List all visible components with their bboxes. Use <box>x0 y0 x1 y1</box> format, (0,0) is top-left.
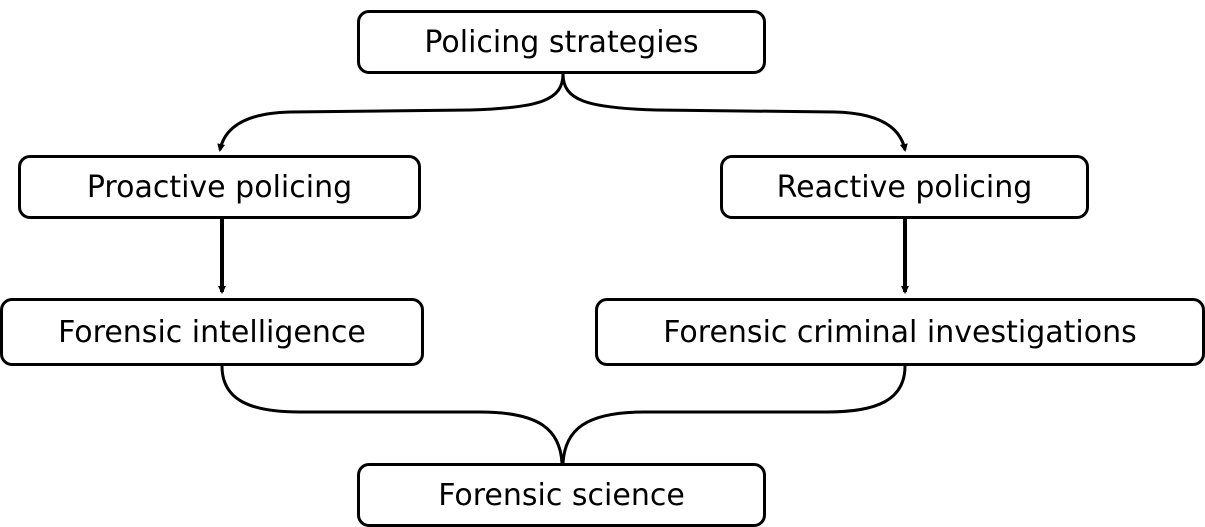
edge-investigations-to-science <box>561 365 907 464</box>
edge-root-to-reactive <box>561 73 908 152</box>
node-reactive-policing: Reactive policing <box>720 155 1089 219</box>
edge-root-to-proactive <box>217 73 565 152</box>
node-proactive-policing: Proactive policing <box>18 155 421 219</box>
node-label: Forensic intelligence <box>58 314 366 350</box>
node-forensic-science: Forensic science <box>357 463 766 527</box>
edge-intelligence-to-science <box>220 365 564 464</box>
node-policing-strategies: Policing strategies <box>357 10 766 74</box>
node-forensic-intelligence: Forensic intelligence <box>0 298 424 366</box>
node-label: Policing strategies <box>424 24 699 60</box>
node-forensic-criminal-investigations: Forensic criminal investigations <box>595 298 1205 366</box>
node-label: Forensic science <box>438 477 685 513</box>
node-label: Proactive policing <box>86 169 353 205</box>
node-label: Reactive policing <box>776 169 1033 205</box>
node-label: Forensic criminal investigations <box>663 314 1137 350</box>
